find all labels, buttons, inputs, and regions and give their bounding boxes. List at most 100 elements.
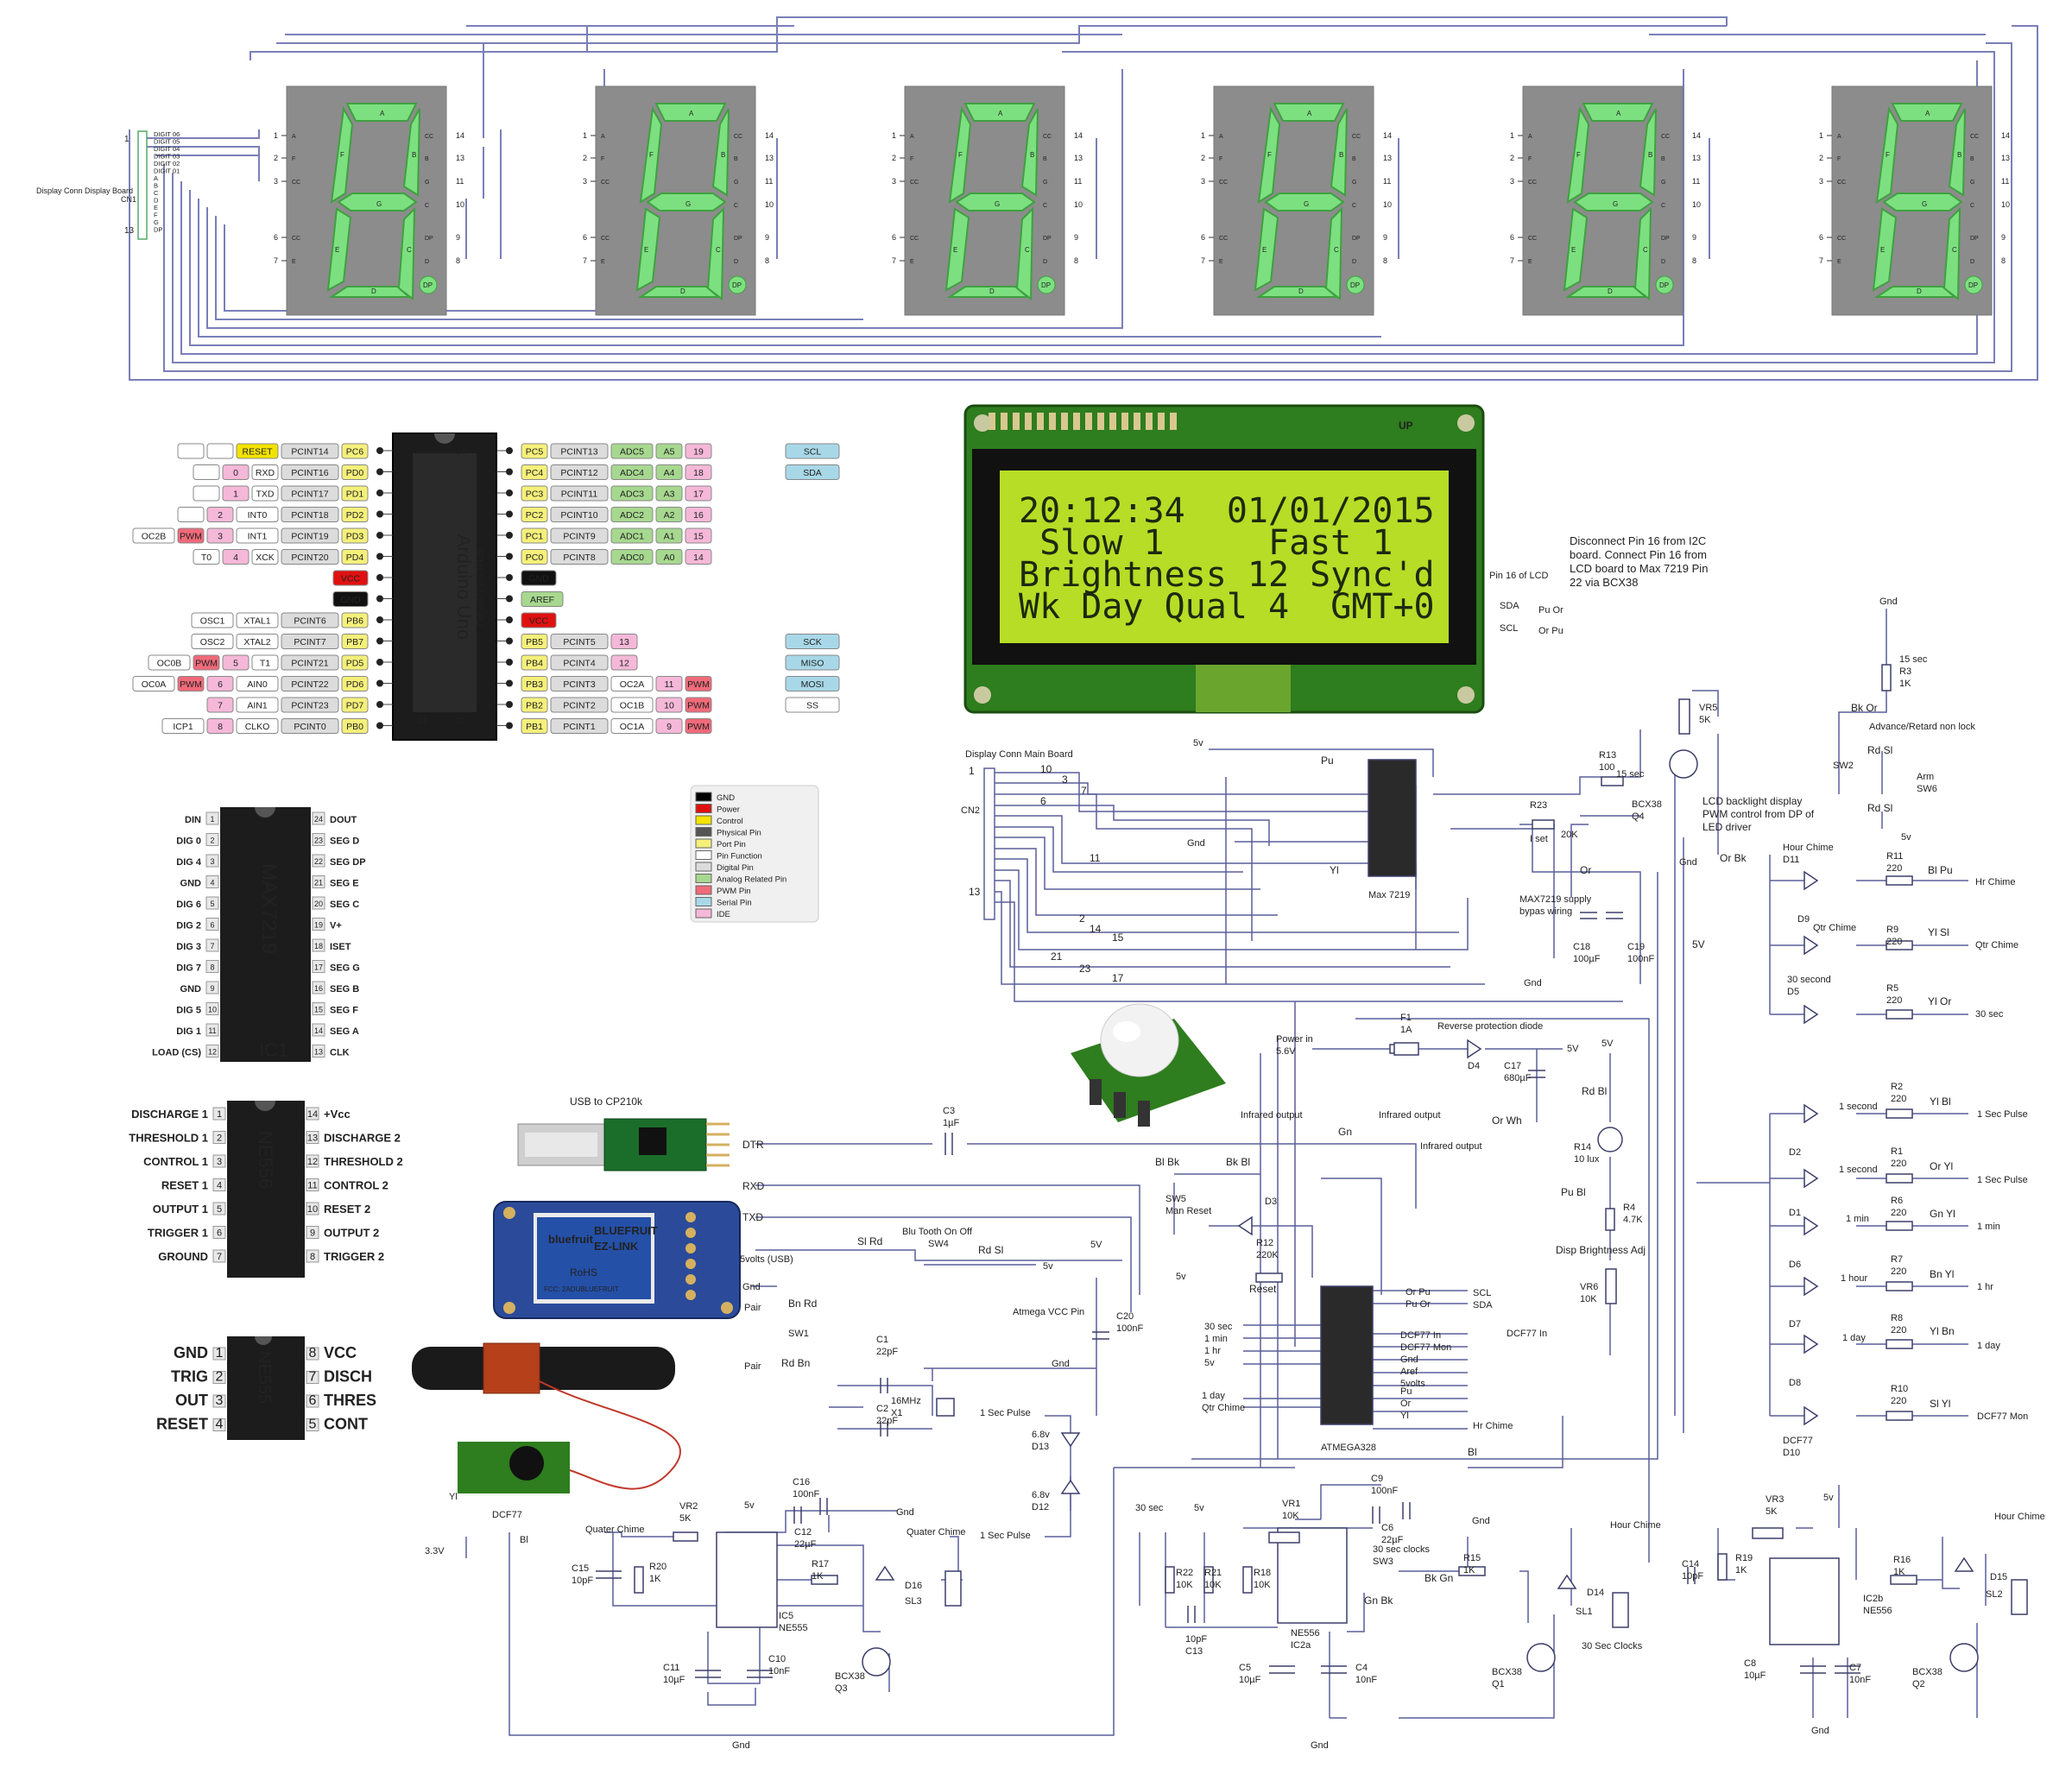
digit-right-pin-sig: CC xyxy=(425,134,433,140)
label-1sec-pulse-a: 1 Sec Pulse xyxy=(980,1408,1031,1418)
pir-sensor xyxy=(1071,1003,1226,1127)
ic-pin-name: RESET xyxy=(156,1416,208,1433)
ic-pin-name: LOAD (CS) xyxy=(152,1048,201,1058)
arduino-pin-dot xyxy=(506,510,513,518)
arduino-pin-box xyxy=(191,634,234,649)
arduino-pin-box xyxy=(236,634,279,649)
digit-right-pin-num: 9 xyxy=(456,233,460,242)
label-hr-chime-atm: Hr Chime xyxy=(1473,1421,1513,1431)
ic-pin-number: 10 xyxy=(208,1006,217,1014)
digit-left-pin-sig: CC xyxy=(910,236,919,242)
ic-pin-number: 13 xyxy=(307,1133,318,1144)
arduino-pin-dot xyxy=(376,637,383,645)
arduino-pin-dot xyxy=(506,553,513,560)
digit-left-pin-num: 6 xyxy=(1510,233,1514,242)
label-max-lbl: Max 7219 xyxy=(1368,890,1410,900)
ic-pin-number: 4 xyxy=(217,1181,222,1191)
ic-pin-number: 22 xyxy=(314,857,323,866)
arduino-pin-text: 12 xyxy=(619,659,629,669)
arduino-pin-box xyxy=(521,612,557,628)
label-ir2: Infrared output xyxy=(1379,1110,1441,1121)
arduino-chip-label: Arduino Uno xyxy=(453,534,475,640)
arduino-pin-box xyxy=(281,612,339,628)
arduino-pin-text: 15 xyxy=(693,532,704,542)
ic-pin-pad xyxy=(205,811,219,825)
legend-label: IDE xyxy=(717,910,730,919)
arduino-pin-box xyxy=(281,507,339,522)
ic-pin-pad xyxy=(212,1154,226,1168)
label-pu-or: Pu Or xyxy=(1538,605,1563,616)
digit-left-pin-num: 1 xyxy=(583,131,587,140)
legend-label: Power xyxy=(717,805,740,815)
ne556-chip-label: NE556 xyxy=(255,1131,276,1189)
ic-pin-number: 3 xyxy=(210,857,214,866)
digit-right-pin-sig: C xyxy=(1970,203,1974,209)
label-15sec-a: 15 sec xyxy=(1616,769,1645,780)
arduino-pin-text: RXD xyxy=(256,468,275,478)
arduino-pin-dot xyxy=(376,447,383,454)
digit-left-pin-sig: CC xyxy=(1528,236,1537,242)
segment-label: D xyxy=(1608,287,1613,295)
segment-a xyxy=(345,103,418,122)
digit-right-pin-sig: C xyxy=(1661,203,1665,209)
label-cn2-13: 13 xyxy=(969,886,981,898)
label-d3: D3 xyxy=(1265,1197,1277,1207)
arduino-pin-box xyxy=(341,718,369,734)
ic-pin-name: DIG 0 xyxy=(176,837,201,847)
ic-pin-pad xyxy=(212,1202,226,1216)
legend-swatch xyxy=(695,792,712,802)
schematic-wires xyxy=(465,609,1987,1736)
legend-swatch xyxy=(695,850,712,860)
cn1-pin-label: DIGIT 05 xyxy=(154,138,180,146)
arduino-pin-text: PCINT23 xyxy=(291,701,328,711)
arduino-pin-text: T0 xyxy=(201,553,212,563)
arduino-pin-text: PCINT7 xyxy=(294,637,326,647)
ic-pin-name: RESET 2 xyxy=(324,1203,370,1216)
label-gn-yl: Gn Yl xyxy=(1930,1208,1955,1220)
arduino-pin-box xyxy=(550,697,609,713)
digit-right-pin-num: 10 xyxy=(2001,200,2010,209)
digit-left-pin-num: 6 xyxy=(274,233,278,242)
segment-f xyxy=(1257,105,1281,204)
arduino-pin-box xyxy=(655,697,683,713)
label-n15: 15 xyxy=(1112,931,1124,944)
arduino-pin-box xyxy=(193,485,220,502)
arduino-pin-text: OSC2 xyxy=(200,637,225,647)
arduino-pin-text: 2 xyxy=(218,510,223,521)
ic-pin-name: DIG 2 xyxy=(176,921,201,931)
digit-left-pin-sig: E xyxy=(1837,259,1841,265)
digit-left-pin-num: 7 xyxy=(274,256,278,265)
segment-e xyxy=(1563,207,1589,292)
arduino-pin-dot xyxy=(506,722,513,729)
ic-pin-pad xyxy=(312,875,325,888)
cn1-pin-label: G xyxy=(154,218,159,226)
digit-right-pin-num: 13 xyxy=(765,154,774,162)
arduino-pin-box xyxy=(341,676,369,691)
arduino-pin-text: PCINT16 xyxy=(291,468,328,478)
lcd-header-pin xyxy=(1049,413,1056,430)
segment-label: E xyxy=(644,246,648,254)
segment-a xyxy=(1273,103,1345,122)
digit-left-pin-sig: A xyxy=(292,134,296,140)
ic-pin-pad xyxy=(205,981,219,995)
arduino-pin-text: 16 xyxy=(693,510,704,521)
ic-pin-name: OUTPUT 2 xyxy=(324,1227,379,1240)
label-scl: SCL xyxy=(1500,623,1518,634)
ic-pin-pad xyxy=(205,833,219,846)
arduino-pin-text: AIN1 xyxy=(247,701,268,711)
ic-pin-name: DIG 3 xyxy=(176,942,201,952)
segment-d xyxy=(1873,286,1957,298)
arduino-pin-box xyxy=(550,527,609,544)
ic-pin-pad xyxy=(205,1045,219,1058)
cn1-pin1-label: 1 xyxy=(124,135,130,144)
arduino-pin-dot xyxy=(506,532,513,539)
arduino-pin-text: XTAL1 xyxy=(243,616,270,627)
ic-pin-number: 2 xyxy=(210,837,214,845)
